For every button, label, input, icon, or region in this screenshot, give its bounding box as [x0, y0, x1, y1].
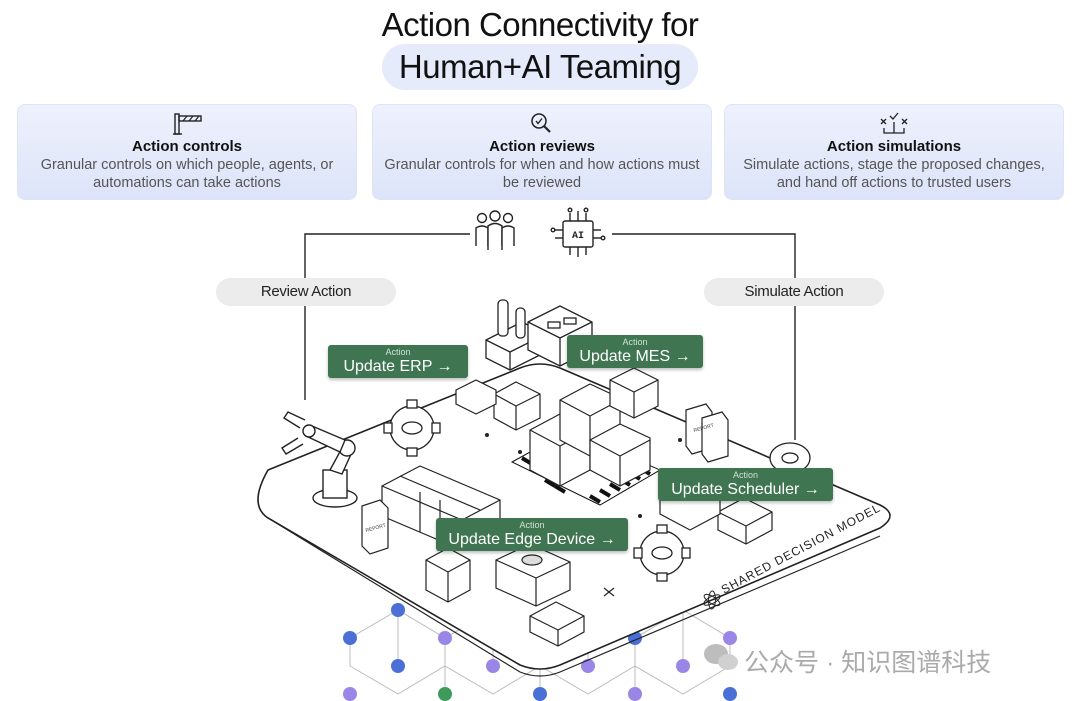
action-tag-update-edge-device: Action Update Edge Device → — [436, 518, 628, 551]
flow-connectors — [304, 233, 796, 440]
x-mark-icon — [603, 587, 615, 597]
watermark: 公众号 · 知识图谱科技 — [700, 641, 1060, 677]
card-title: Action simulations — [826, 138, 962, 155]
barrier-gate-icon — [18, 111, 356, 137]
action-label: Update ERP → — [343, 358, 453, 375]
atom-icon — [703, 590, 721, 610]
card-title: Action controls — [131, 138, 242, 155]
page-title: Action Connectivity for — [381, 6, 699, 43]
watermark-text: 公众号 · 知识图谱科技 — [744, 649, 992, 677]
people-group-icon — [475, 210, 515, 250]
action-label: Update MES → — [579, 348, 691, 365]
card-description: Simulate actions, stage the proposed cha… — [743, 157, 1045, 191]
action-kicker: Action — [519, 520, 545, 530]
ai-chip-icon — [550, 207, 606, 257]
action-tag-update-scheduler: Action Update Scheduler → — [658, 468, 833, 501]
ai-chip-label: AI — [572, 231, 584, 242]
card-description: Granular controls for when and how actio… — [384, 157, 700, 191]
review-action-pill: Review Action — [216, 278, 396, 306]
action-tag-update-mes: Action Update MES → — [567, 335, 703, 368]
connector-dots — [485, 433, 682, 518]
action-label: Update Edge Device → — [448, 531, 616, 548]
gear-icon — [633, 524, 691, 582]
card-action-simulations: Action simulations Simulate actions, sta… — [724, 104, 1064, 200]
action-kicker: Action — [385, 347, 411, 357]
gear-icon — [769, 442, 811, 474]
action-kicker: Action — [622, 337, 648, 347]
card-action-reviews: Action reviews Granular controls for whe… — [372, 104, 712, 200]
card-description: Granular controls on which people, agent… — [40, 157, 334, 191]
report-label: REPORT — [365, 523, 387, 534]
inventory-boxes — [381, 367, 773, 647]
page-subtitle: Human+AI Teaming — [382, 44, 698, 90]
action-kicker: Action — [732, 470, 758, 480]
simulate-action-pill: Simulate Action — [704, 278, 884, 306]
branching-x-check-icon — [725, 111, 1063, 137]
robot-arm — [281, 411, 358, 508]
action-label: Update Scheduler → — [671, 481, 820, 498]
magnifier-check-icon — [373, 111, 711, 137]
report-label: REPORT — [693, 423, 715, 434]
card-action-controls: Action controls Granular controls on whi… — [17, 104, 357, 200]
action-tag-update-erp: Action Update ERP → — [328, 345, 468, 378]
gear-icon — [383, 399, 441, 457]
card-title: Action reviews — [489, 138, 595, 155]
report-document-icon — [361, 403, 729, 555]
wechat-logo-icon — [704, 644, 738, 670]
